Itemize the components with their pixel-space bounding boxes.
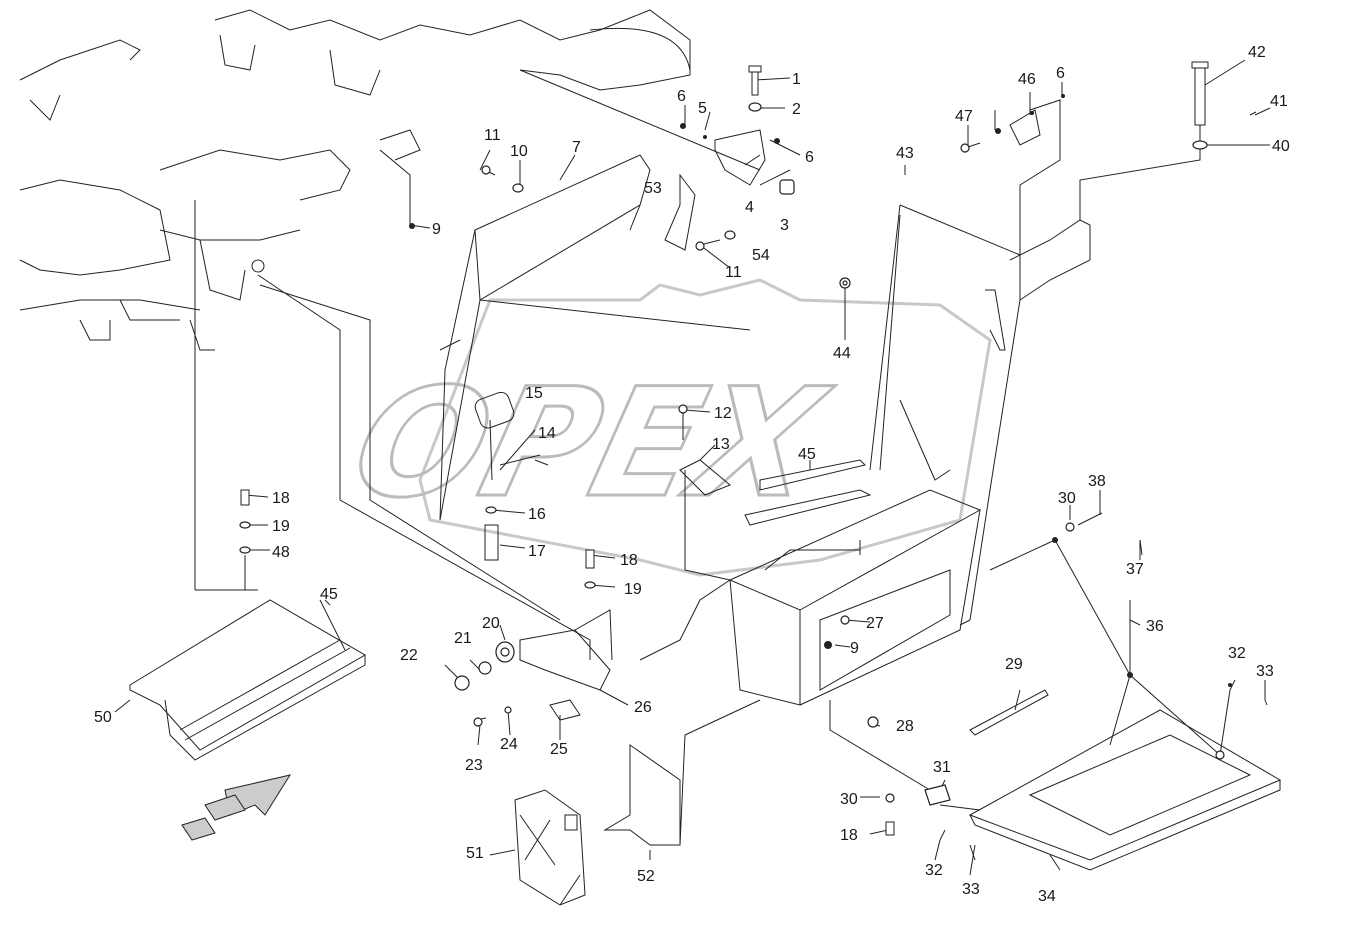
label-40: 40	[1272, 138, 1290, 155]
label-25: 25	[550, 741, 568, 758]
label-45b: 45	[320, 586, 338, 603]
frame-assembly	[19, 9, 691, 351]
part-36-rod	[1054, 539, 1221, 756]
part-34-floor-plate	[968, 709, 1282, 871]
label-12: 12	[714, 405, 732, 422]
hardware	[239, 61, 1268, 861]
box-assembly	[728, 489, 982, 706]
label-41: 41	[1270, 93, 1288, 110]
label-7: 7	[572, 139, 581, 156]
label-38: 38	[1088, 473, 1106, 490]
label-2: 2	[792, 101, 801, 118]
label-5: 5	[698, 100, 707, 117]
label-33b: 33	[962, 881, 980, 898]
part-46-plate	[1009, 64, 1206, 260]
label-17: 17	[528, 543, 546, 560]
label-28: 28	[896, 718, 914, 735]
label-10: 10	[510, 143, 528, 160]
label-19: 19	[272, 518, 290, 535]
label-48: 48	[272, 544, 290, 561]
label-18b: 18	[620, 552, 638, 569]
label-31: 31	[933, 759, 951, 776]
label-23: 23	[465, 757, 483, 774]
part-52-bracket	[603, 699, 761, 846]
leader-lines-frame	[194, 69, 761, 660]
label-50: 50	[94, 709, 112, 726]
label-14: 14	[538, 425, 556, 442]
label-27: 27	[866, 615, 884, 632]
label-51: 51	[466, 845, 484, 862]
label-9b: 9	[850, 640, 859, 657]
label-45: 45	[798, 446, 816, 463]
label-24: 24	[500, 736, 518, 753]
part-15-handle	[474, 391, 515, 561]
label-9: 9	[432, 221, 441, 238]
label-21: 21	[454, 630, 472, 647]
label-29: 29	[1005, 656, 1023, 673]
label-30: 30	[1058, 490, 1076, 507]
label-11b: 11	[725, 264, 742, 281]
label-22: 22	[400, 647, 418, 664]
part-53-plate	[664, 129, 766, 251]
label-54: 54	[752, 247, 770, 264]
label-19b: 19	[624, 581, 642, 598]
label-18c: 18	[840, 827, 858, 844]
label-53: 53	[644, 180, 662, 197]
label-leaders	[114, 59, 1271, 876]
part-45-strip	[744, 459, 872, 526]
label-18: 18	[272, 490, 290, 507]
label-34: 34	[1038, 888, 1056, 905]
watermark-logo: OPEX	[336, 278, 992, 577]
label-6: 6	[677, 88, 686, 105]
direction-arrow-icon	[181, 774, 292, 841]
label-44: 44	[833, 345, 851, 362]
label-13: 13	[712, 436, 730, 453]
label-33: 33	[1256, 663, 1274, 680]
label-46: 46	[1018, 71, 1036, 88]
label-11: 11	[484, 127, 501, 144]
label-47: 47	[955, 108, 973, 125]
part-50-floor-plate	[129, 599, 366, 761]
part-7-cover-panel	[439, 154, 751, 521]
part-43-side-panel	[869, 204, 1091, 626]
part-51-canister	[514, 789, 586, 906]
label-1: 1	[792, 71, 801, 88]
label-16: 16	[528, 506, 546, 523]
watermark-text: OPEX	[338, 356, 843, 530]
label-43: 43	[896, 145, 914, 162]
label-6b: 6	[805, 149, 814, 166]
part-labels: 1 2 3 4 5 6 6 6 7 9 9 10 11 11 12 13 14 …	[94, 44, 1290, 905]
label-20: 20	[482, 615, 500, 632]
label-37: 37	[1126, 561, 1144, 578]
label-32b: 32	[925, 862, 943, 879]
label-42: 42	[1248, 44, 1266, 61]
label-30b: 30	[840, 791, 858, 808]
label-4: 4	[745, 199, 754, 216]
label-36: 36	[1146, 618, 1164, 635]
label-32: 32	[1228, 645, 1246, 662]
label-3: 3	[780, 217, 789, 234]
label-52: 52	[637, 868, 655, 885]
label-26: 26	[634, 699, 652, 716]
label-6c: 6	[1056, 65, 1065, 82]
part-13-latch	[679, 459, 731, 581]
part-29-rod	[969, 689, 1049, 736]
label-15: 15	[525, 385, 543, 402]
